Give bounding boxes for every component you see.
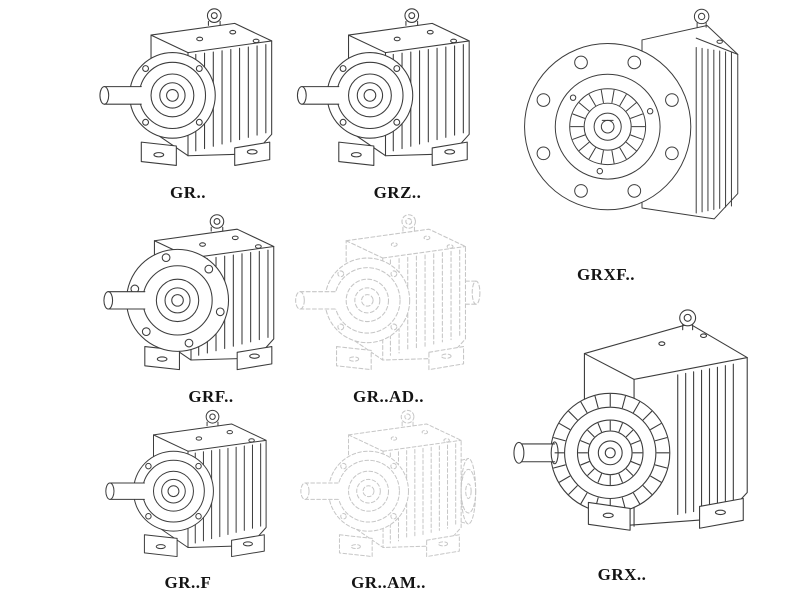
figure-gr-f: GR..F xyxy=(88,404,288,593)
label-gr-am: GR..AM.. xyxy=(351,573,426,592)
figure-grf: GRF.. xyxy=(86,208,296,407)
gearbox-drawing-gr-ad xyxy=(286,208,491,386)
figure-gr: GR.. xyxy=(88,2,288,203)
label-grz: GRZ.. xyxy=(373,183,422,202)
figure-gr-ad: GR..AD.. xyxy=(286,208,491,407)
figure-grx: GRX.. xyxy=(492,296,792,585)
gearbox-drawing-gr-am xyxy=(286,404,491,572)
figure-gr-am: GR..AM.. xyxy=(286,404,491,593)
gearbox-drawing-grz xyxy=(288,2,483,182)
label-grx: GRX.. xyxy=(597,565,647,584)
label-grxf: GRXF.. xyxy=(576,265,636,284)
figure-grxf: GRXF.. xyxy=(492,2,792,285)
gearbox-drawing-grf xyxy=(86,208,296,386)
gearbox-drawing-gr xyxy=(88,2,288,182)
figure-grz: GRZ.. xyxy=(288,2,483,203)
label-gr: GR.. xyxy=(170,183,206,202)
label-grf: GRF.. xyxy=(188,387,234,406)
gearbox-drawing-grxf xyxy=(492,2,792,264)
label-gr-ad: GR..AD.. xyxy=(352,387,425,406)
label-gr-f: GR..F xyxy=(164,573,212,592)
gearbox-drawing-grx xyxy=(492,296,792,564)
gearbox-drawing-gr-f xyxy=(88,404,288,572)
